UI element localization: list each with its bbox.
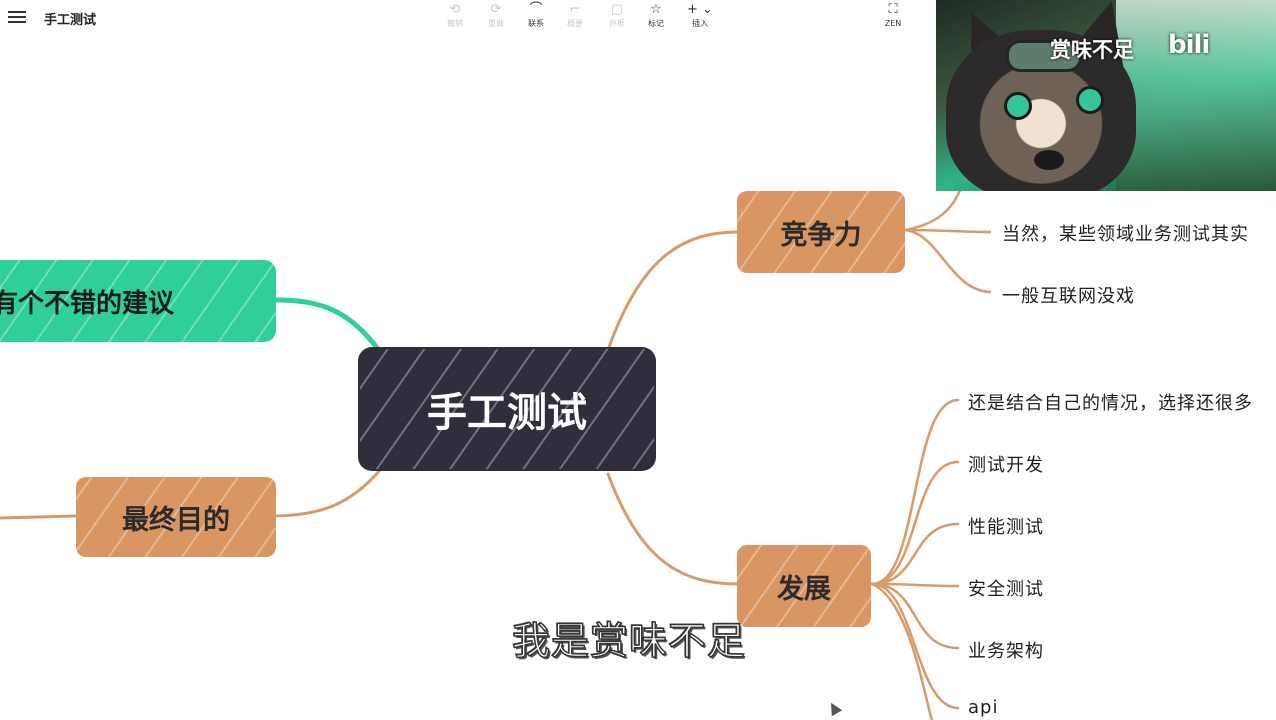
- leaf-dev-4[interactable]: 安全测试: [968, 579, 1044, 600]
- insert-icon: + ⌄: [687, 2, 713, 17]
- root-topic[interactable]: 手工测试: [360, 349, 654, 469]
- link-root-development: [606, 472, 740, 586]
- topic-competitiveness[interactable]: 竞争力: [737, 191, 905, 273]
- link-icon: ⌒: [529, 2, 543, 17]
- summary-icon: ⌐: [569, 2, 581, 17]
- zen-button[interactable]: ⛶ ZEN: [871, 2, 915, 32]
- marker-button[interactable]: ☆ 标记: [634, 2, 678, 32]
- link-dev-child-3: [870, 522, 960, 586]
- leaf-dev-2[interactable]: 测试开发: [968, 455, 1044, 476]
- topic-suggestion[interactable]: 有个不错的建议: [0, 260, 276, 342]
- undo-icon: ⟲: [449, 2, 461, 17]
- link-comp-child-1: [904, 228, 992, 234]
- bilibili-logo: bili: [1168, 30, 1210, 60]
- redo-button[interactable]: ⟳ 重做: [474, 2, 518, 32]
- link-dev-child-4: [870, 582, 960, 588]
- leaf-dev-1[interactable]: 还是结合自己的情况，选择还很多: [968, 393, 1253, 414]
- leaf-dev-3[interactable]: 性能测试: [968, 517, 1044, 538]
- topic-suggestion-label: 有个不错的建议: [0, 288, 175, 319]
- link-comp-hidden: [904, 188, 962, 232]
- frame-button[interactable]: ▢ 外框: [595, 2, 639, 32]
- link-root-goal: [274, 468, 382, 518]
- relation-button[interactable]: ⌒ 联系: [514, 2, 558, 32]
- link-root-suggestion: [273, 297, 383, 355]
- topic-final-goal[interactable]: 最终目的: [76, 477, 276, 557]
- link-comp-child-2: [904, 228, 992, 294]
- menu-icon[interactable]: [8, 8, 26, 26]
- video-subtitle: 我是赏味不足: [511, 618, 747, 664]
- leaf-dev-5[interactable]: 业务架构: [968, 641, 1044, 662]
- document-title: 手工测试: [44, 13, 97, 28]
- topic-development[interactable]: 发展: [737, 545, 871, 627]
- leaf-comp-1[interactable]: 当然，某些领域业务测试其实: [1002, 224, 1249, 245]
- star-icon: ☆: [650, 2, 662, 17]
- link-root-competitiveness: [606, 230, 740, 352]
- link-dev-child-1: [870, 398, 960, 586]
- leaf-comp-2[interactable]: 一般互联网没戏: [1002, 286, 1135, 307]
- video-watermark-text: 赏味不足: [1050, 38, 1134, 62]
- redo-icon: ⟳: [490, 2, 502, 17]
- insert-button[interactable]: + ⌄ 插入: [678, 2, 722, 32]
- link-dev-child-7: [870, 582, 934, 720]
- summary-button[interactable]: ⌐ 概要: [553, 2, 597, 32]
- undo-button[interactable]: ⟲ 撤销: [433, 2, 477, 32]
- link-dev-child-5: [870, 582, 960, 650]
- link-goal-left: [0, 514, 78, 520]
- leaf-dev-6[interactable]: api: [968, 697, 999, 718]
- link-dev-child-2: [870, 460, 960, 586]
- video-overlay: 赏味不足 bili: [936, 0, 1276, 191]
- zen-icon: ⛶: [888, 2, 898, 17]
- link-dev-child-6: [870, 582, 960, 710]
- frame-icon: ▢: [610, 2, 624, 17]
